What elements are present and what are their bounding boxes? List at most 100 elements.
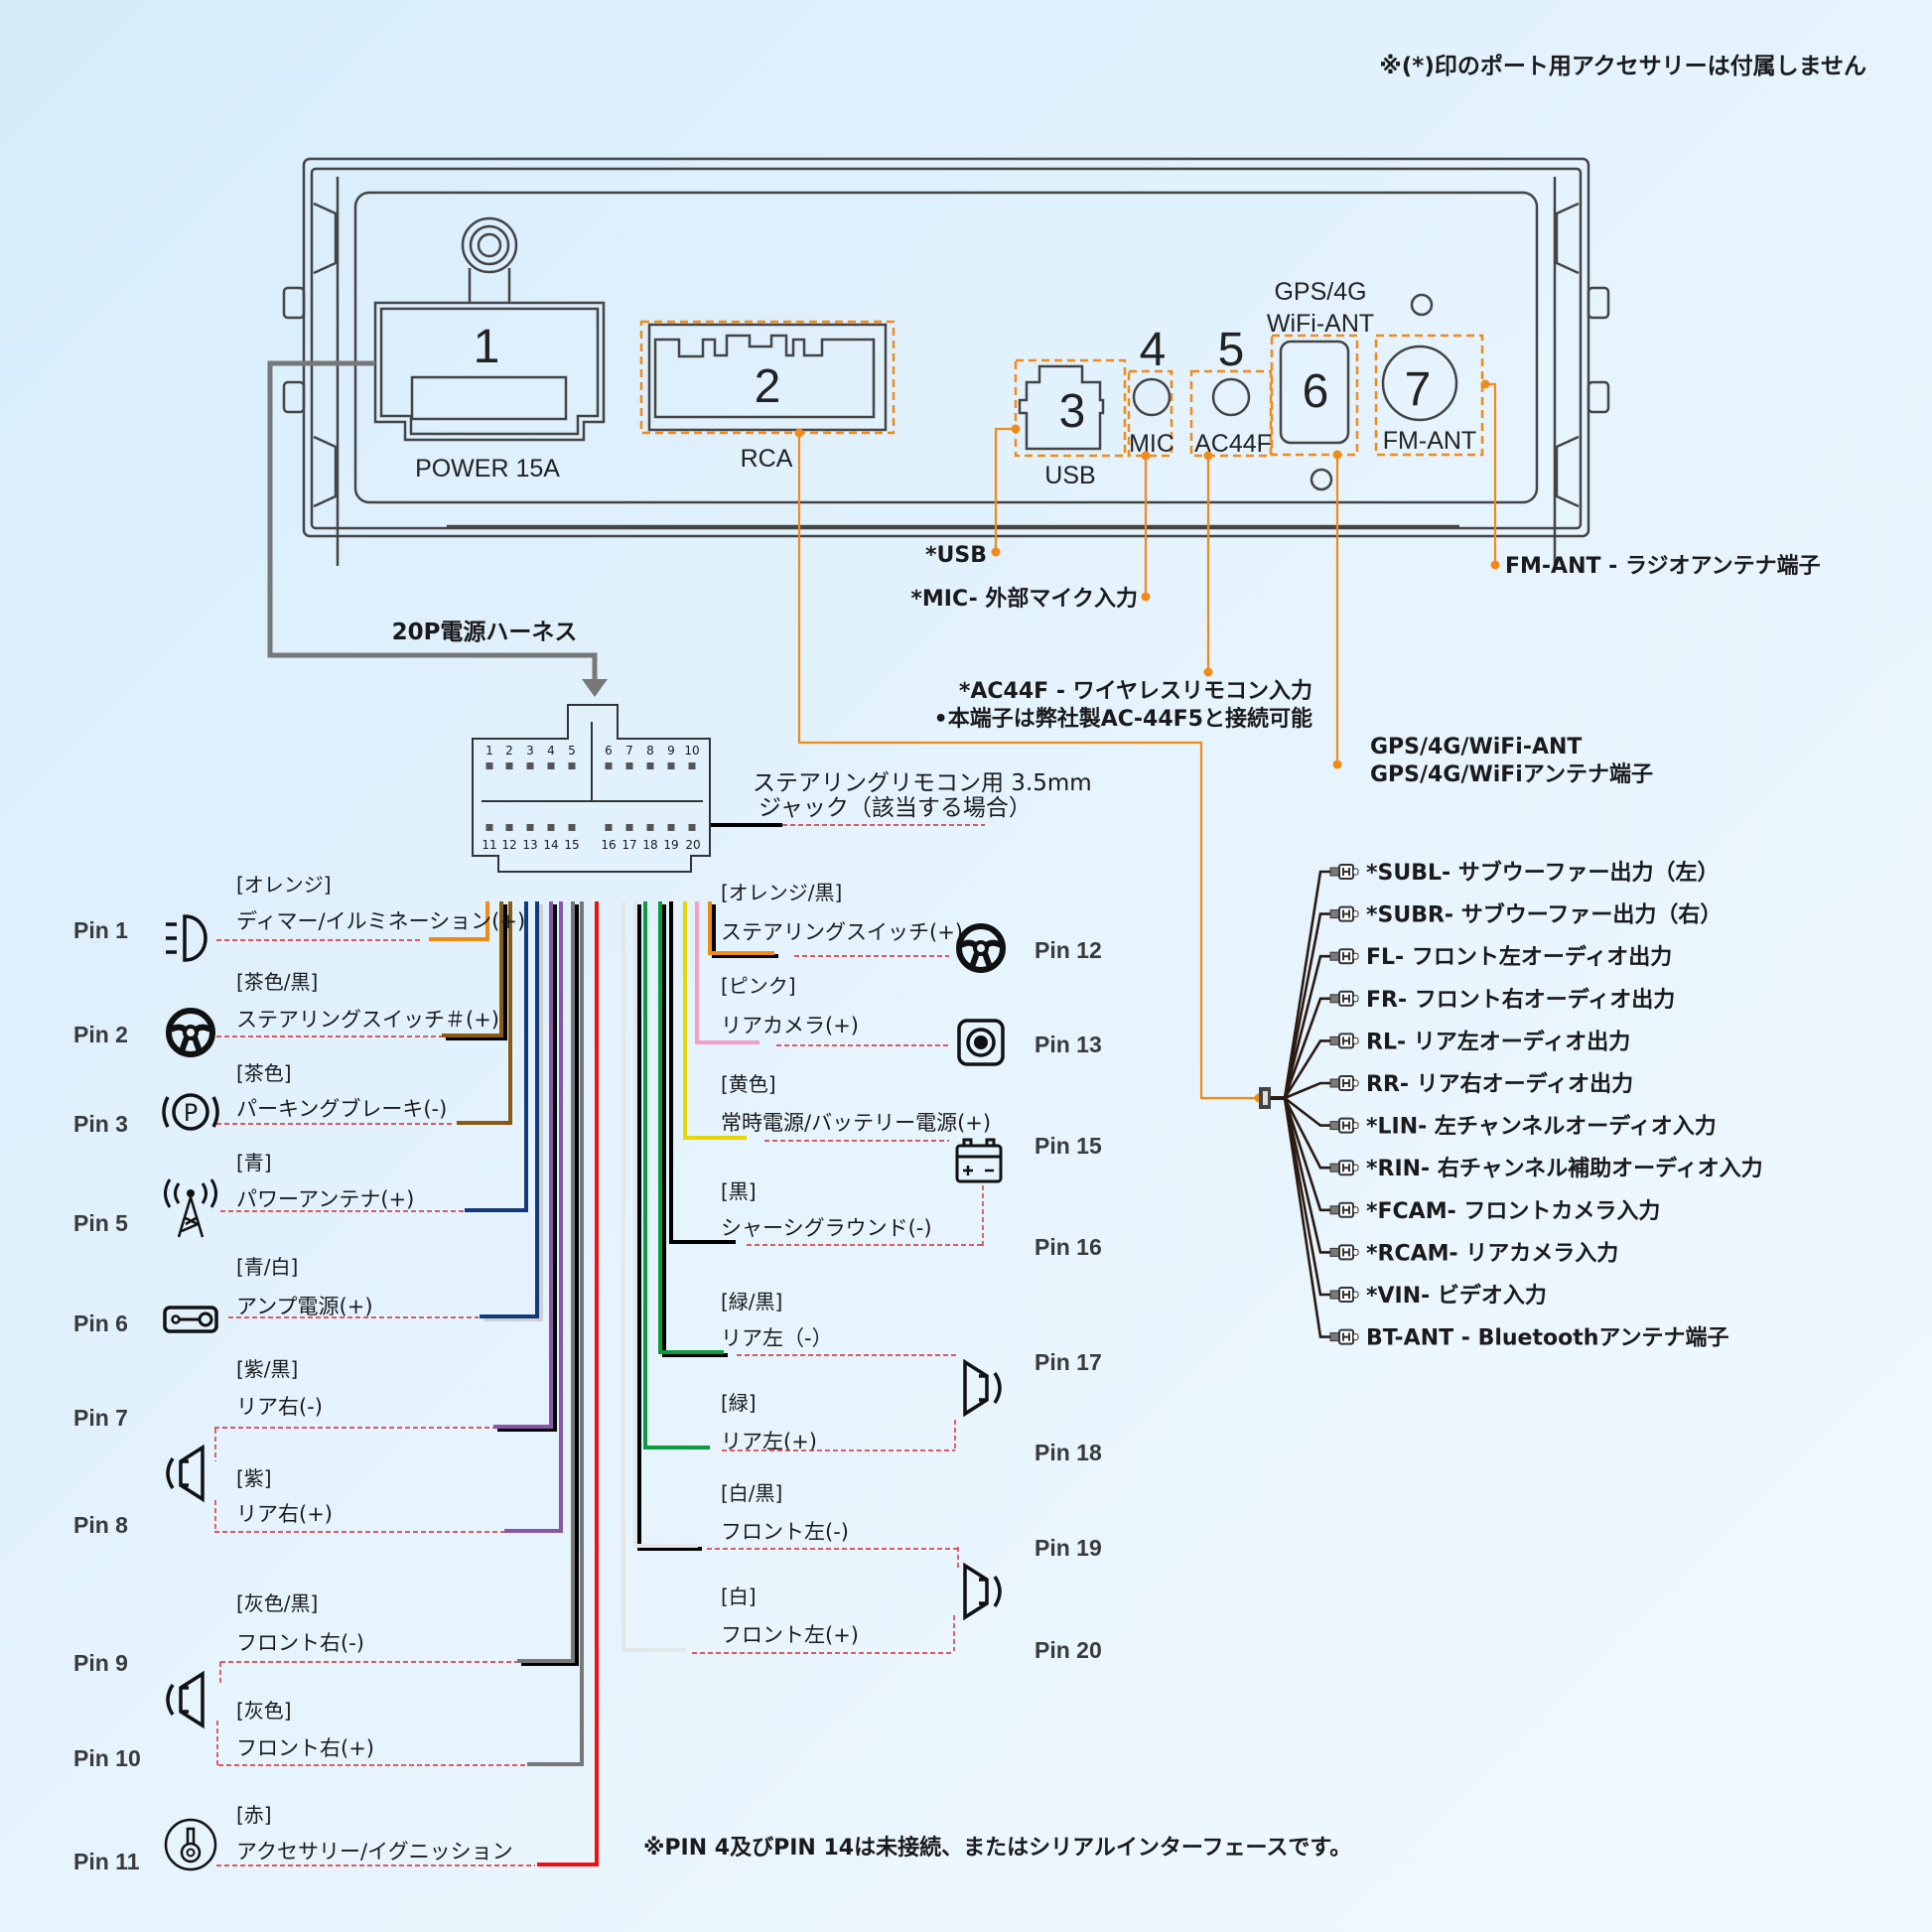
pin-label: Pin 3: [73, 1111, 128, 1137]
rca-plug-item[interactable]: FL- フロント左オーディオ出力: [1329, 944, 1672, 970]
wire-pin-12: [708, 901, 778, 958]
port-5-ac44f[interactable]: 5 AC44F: [1189, 324, 1273, 458]
parking-brake-icon: P: [162, 1093, 219, 1131]
pin-row-right: Pin 15[黄色]常時電源/バッテリー電源(+): [721, 1072, 1102, 1183]
rca-plug-item[interactable]: FR- フロント右オーディオ出力: [1329, 987, 1675, 1013]
rca-plug-icon: [1329, 1332, 1340, 1342]
rca-plug-item[interactable]: *SUBL- サブウーファー出力（左）: [1329, 860, 1719, 886]
rca-plug-item[interactable]: *RIN- 右チャンネル補助オーディオ入力: [1329, 1156, 1763, 1181]
pin-row-right: Pin 16[黒]シャーシグラウンド(-): [721, 1179, 1102, 1260]
port-5-number: 5: [1218, 324, 1245, 376]
pin-number-top: 3: [526, 744, 534, 758]
pin-row-right: Pin 18[緑]リア左(+): [721, 1358, 1102, 1465]
rca-plug-item[interactable]: *RCAM- リアカメラ入力: [1329, 1241, 1618, 1266]
rca-plug-item[interactable]: BT-ANT - Bluetoothアンテナ端子: [1329, 1326, 1729, 1351]
rca-output-label: *SUBL- サブウーファー出力（左）: [1366, 860, 1719, 886]
wire-pin-16: [669, 901, 736, 1244]
pin-label: Pin 18: [1035, 1440, 1102, 1465]
harness-connector-20p: [472, 704, 711, 873]
pin-square: [547, 824, 555, 831]
pin-square: [605, 762, 613, 769]
callout-ac44f-line2: •本端子は弊社製AC‐44F5と接続可能: [934, 706, 1312, 732]
pin-number-bottom: 16: [601, 838, 616, 852]
callout-ac44f-line1: *AC44F - ワイヤレスリモコン入力: [959, 679, 1312, 704]
rca-output-label: BT-ANT - Bluetoothアンテナ端子: [1366, 1326, 1729, 1351]
speaker-icon: [963, 1358, 1002, 1418]
rca-plug-item[interactable]: *LIN- 左チャンネルオーディオ入力: [1329, 1114, 1717, 1140]
wire-pin-2: [442, 901, 507, 1040]
pin-square: [646, 762, 654, 769]
pin-number-top: 6: [605, 744, 613, 758]
callout-usb: *USB: [925, 543, 987, 568]
port-7-number: 7: [1405, 363, 1432, 416]
rca-cable: [1283, 1039, 1330, 1099]
pin-label: Pin 16: [1035, 1234, 1102, 1260]
speaker-icon: [166, 1444, 205, 1503]
port-4-mic[interactable]: 4 MIC: [1127, 324, 1174, 458]
ignition-key-icon: [164, 1818, 217, 1871]
wire-color-label: [灰色]: [236, 1699, 292, 1723]
pin-label: Pin 1: [73, 917, 128, 943]
rca-plug-icon: [1329, 1035, 1340, 1045]
wire-color-label: [茶色/黒]: [236, 970, 318, 994]
rca-output-label: *SUBR- サブウーファー出力（右）: [1366, 902, 1722, 928]
rca-plug-item[interactable]: *SUBR- サブウーファー出力（右）: [1329, 902, 1722, 928]
speaker-bracket: [953, 1547, 959, 1651]
wire-pin-3: [457, 901, 512, 1125]
port-1-label: POWER 15A: [415, 455, 560, 483]
callout-gps-line1: GPS/4G/WiFi-ANT: [1370, 735, 1582, 759]
pin-number-bottom: 11: [482, 838, 496, 852]
port-6-gps-wifi-ant[interactable]: 6 GPS/4G WiFi-ANT: [1267, 278, 1434, 491]
accessory-note: ※(*)印のポート用アクセサリーは付属しません: [1379, 53, 1866, 79]
rca-cable: [1283, 870, 1330, 1099]
head-unit-rear-panel: [282, 157, 1610, 566]
pin-number-bottom: 14: [543, 838, 558, 852]
pin-row-left: Pin 9[灰色/黒]フロント右(-): [73, 1591, 517, 1676]
rca-output-label: *LIN- 左チャンネルオーディオ入力: [1366, 1114, 1717, 1140]
wire-function-label: フロント右(+): [236, 1736, 374, 1760]
rca-output-label: *VIN- ビデオ入力: [1366, 1283, 1547, 1309]
rca-plug-item[interactable]: *FCAM- フロントカメラ入力: [1329, 1199, 1660, 1224]
wire-pin-20: [621, 901, 685, 1652]
wire-color-label: [紫]: [236, 1466, 272, 1490]
wire-color-label: [茶色]: [236, 1061, 292, 1085]
pin-row-right: Pin 17[緑/黒]リア左（-）: [721, 1290, 1102, 1375]
rca-plug-item[interactable]: RR- リア右オーディオ出力: [1329, 1071, 1633, 1097]
wire-pin-5: [465, 901, 528, 1212]
wire-function-label: パーキングブレーキ(-): [236, 1097, 447, 1121]
wire-pin-11: [537, 901, 599, 1866]
port-7-fm-ant[interactable]: 7 FM-ANT: [1374, 334, 1484, 457]
wire-function-label: ステアリングスイッチ＃(+): [236, 1008, 499, 1032]
pin-square: [568, 762, 576, 769]
pin-square: [646, 824, 654, 831]
pin-label: Pin 15: [1035, 1133, 1102, 1159]
pin-number-top: 5: [568, 744, 576, 758]
port-1-power[interactable]: 1 POWER 15A: [373, 216, 606, 483]
port-2-rca[interactable]: 2 RCA: [639, 320, 896, 473]
rca-cable: [1284, 1096, 1330, 1127]
pin-square: [485, 762, 493, 769]
wire-function-label: リア左（-）: [721, 1326, 833, 1350]
pin-row-left: Pin 10 [灰色] フロント右(+): [73, 1670, 527, 1771]
speaker-bracket: [216, 1662, 221, 1766]
camera-icon: [957, 1019, 1005, 1066]
amplifier-icon: [163, 1306, 218, 1333]
pin-label: Pin 7: [73, 1405, 128, 1431]
pin-number-bottom: 20: [685, 838, 700, 852]
port-7-label: FM-ANT: [1383, 427, 1476, 455]
wire-pin-1: [429, 901, 489, 941]
rca-output-label: FR- フロント右オーディオ出力: [1366, 987, 1675, 1013]
port-3-usb[interactable]: 3 USB: [1014, 358, 1127, 489]
rca-plug-icon: [1329, 1121, 1340, 1131]
pin-label: Pin 2: [73, 1022, 128, 1047]
pin-label: Pin 10: [73, 1745, 141, 1771]
pin-label: Pin 19: [1035, 1535, 1102, 1561]
wire-pin-19: [633, 901, 702, 1551]
port-4-number: 4: [1140, 324, 1167, 376]
pin-square: [605, 824, 613, 831]
rca-plug-icon: [1329, 994, 1340, 1004]
rca-plug-item[interactable]: *VIN- ビデオ入力: [1329, 1283, 1547, 1309]
wire-function-label: リア左(+): [721, 1430, 817, 1453]
rca-plug-item[interactable]: RL- リア左オーディオ出力: [1329, 1029, 1630, 1054]
